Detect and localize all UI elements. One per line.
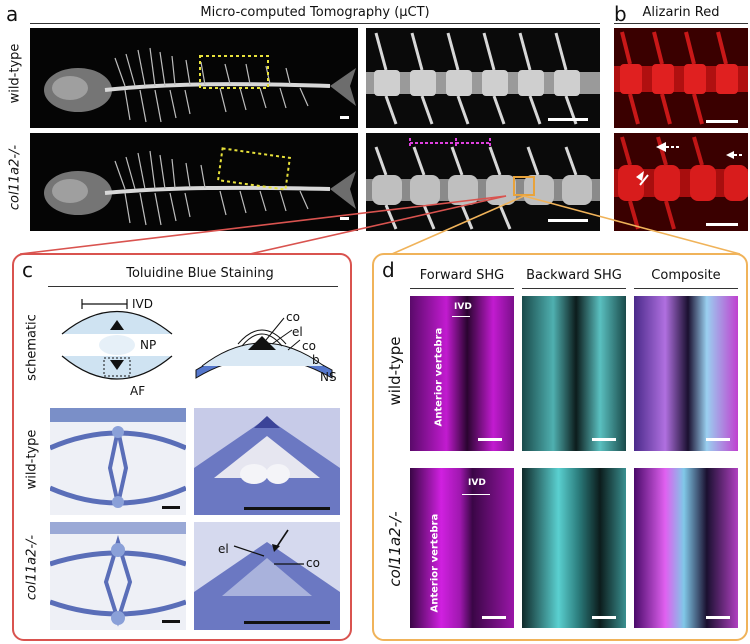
zoom-region-box bbox=[199, 55, 269, 89]
shg-backward-wildtype-image bbox=[522, 296, 626, 451]
shg-composite-wildtype-image bbox=[634, 296, 738, 451]
scale-bar bbox=[592, 616, 616, 619]
uct-wildtype-zoom-image bbox=[366, 28, 600, 128]
panel-d-rule-composite bbox=[634, 288, 738, 289]
scale-bar bbox=[548, 118, 588, 121]
histology-wildtype-zoom-graphic bbox=[194, 416, 340, 515]
toluidine-wildtype-overview-image bbox=[50, 408, 186, 515]
panel-d-row-label-mutant: col11a2-/- bbox=[386, 511, 404, 587]
panel-c-rule bbox=[48, 286, 338, 287]
schematic-label-co-top: co bbox=[286, 310, 300, 324]
panel-b-letter: b bbox=[614, 2, 627, 26]
scale-bar bbox=[244, 507, 330, 510]
fish-skeleton-wildtype-graphic bbox=[44, 47, 356, 123]
panel-b-rule bbox=[614, 23, 748, 24]
zoom-region-box bbox=[216, 147, 292, 191]
uct-mutant-whole-fish-image bbox=[30, 133, 358, 231]
scale-bar bbox=[548, 219, 588, 222]
ivd-schematic-diagram bbox=[61, 299, 173, 380]
schematic-label-ns: NS bbox=[320, 370, 337, 384]
fish-skeleton-mutant-graphic bbox=[44, 147, 356, 226]
shg-forward-wildtype-image: IVD Anterior vertebra bbox=[410, 296, 514, 451]
scale-bar bbox=[706, 120, 738, 123]
toluidine-mutant-zoom-image bbox=[194, 522, 340, 630]
shg-backward-mutant-image bbox=[522, 468, 626, 628]
scale-bar bbox=[162, 620, 180, 623]
toluidine-mutant-overview-image bbox=[50, 522, 186, 630]
panel-d-letter: d bbox=[382, 258, 395, 282]
shg-forward-mutant-image: IVD Anterior vertebra bbox=[410, 468, 514, 628]
shg-composite-mutant-image bbox=[634, 468, 738, 628]
schematic-label-ivd: IVD bbox=[132, 297, 153, 311]
panel-a-letter: a bbox=[6, 2, 19, 26]
section-label-co: co bbox=[306, 556, 320, 570]
uct-mutant-zoom-image bbox=[366, 133, 600, 231]
histology-mutant-overview-graphic bbox=[50, 522, 186, 627]
white-arrow-icon bbox=[636, 142, 744, 186]
panel-d-col-title-backward: Backward SHG bbox=[526, 268, 622, 283]
alizarin-vertebrae-mutant-graphic bbox=[614, 136, 748, 230]
alizarin-red-mutant-image bbox=[614, 133, 748, 231]
panel-d-rule-backward bbox=[522, 288, 626, 289]
panel-a-rule bbox=[30, 23, 600, 24]
alizarin-vertebrae-wildtype-graphic bbox=[614, 31, 748, 125]
overlay-label-ivd: IVD bbox=[454, 302, 472, 312]
scale-bar bbox=[482, 616, 506, 619]
panel-c-letter: c bbox=[22, 258, 33, 282]
section-label-el: el bbox=[218, 542, 229, 556]
panel-c-row-label-mutant: col11a2-/- bbox=[24, 534, 40, 601]
scale-bar bbox=[340, 116, 349, 119]
panel-d-col-title-composite: Composite bbox=[651, 268, 721, 283]
schematic-label-af: AF bbox=[130, 384, 146, 398]
panel-c-row-label-schematic: schematic bbox=[24, 314, 40, 381]
schematic-label-np: NP bbox=[140, 338, 157, 352]
scale-bar bbox=[706, 223, 738, 226]
panel-d-rule-forward bbox=[410, 288, 514, 289]
panel-d-col-title-forward: Forward SHG bbox=[419, 268, 505, 283]
overlay-label-ivd: IVD bbox=[468, 478, 486, 488]
black-arrow-icon bbox=[272, 544, 280, 552]
magenta-spacing-marker bbox=[409, 138, 491, 148]
panel-c-row-label-wildtype: wild-type bbox=[24, 429, 40, 490]
histology-mutant-zoom-graphic bbox=[194, 529, 340, 630]
ivd-width-marker bbox=[462, 494, 490, 495]
scale-bar bbox=[706, 616, 730, 619]
panel-b-title: Alizarin Red bbox=[642, 5, 720, 20]
endplate-schematic-diagram bbox=[195, 317, 333, 379]
uct-wildtype-whole-fish-image bbox=[30, 28, 358, 128]
panel-a-title: Micro-computed Tomography (µCT) bbox=[200, 5, 430, 20]
alizarin-red-wildtype-image bbox=[614, 28, 748, 128]
overlay-label-anterior: Anterior vertebra bbox=[433, 327, 445, 427]
scale-bar bbox=[478, 438, 502, 441]
orange-zoom-box bbox=[513, 176, 535, 196]
scale-bar bbox=[340, 217, 349, 220]
histology-wildtype-overview-graphic bbox=[50, 408, 186, 508]
scale-bar bbox=[592, 438, 616, 441]
ivd-width-marker bbox=[452, 316, 470, 317]
schematic-label-b: b bbox=[312, 353, 320, 367]
scale-bar bbox=[244, 621, 330, 624]
schematic-label-co-bottom: co bbox=[302, 339, 316, 353]
panel-d-row-label-wildtype: wild-type bbox=[386, 336, 404, 406]
vertebrae-zoom-wildtype-graphic bbox=[366, 32, 600, 125]
overlay-label-anterior: Anterior vertebra bbox=[429, 513, 441, 613]
schematic-label-el: el bbox=[292, 325, 303, 339]
toluidine-wildtype-zoom-image bbox=[194, 408, 340, 515]
panel-c-title: Toluidine Blue Staining bbox=[126, 266, 274, 281]
scale-bar bbox=[162, 506, 180, 509]
scale-bar bbox=[706, 438, 730, 441]
vertebrae-zoom-mutant-graphic bbox=[366, 138, 600, 230]
